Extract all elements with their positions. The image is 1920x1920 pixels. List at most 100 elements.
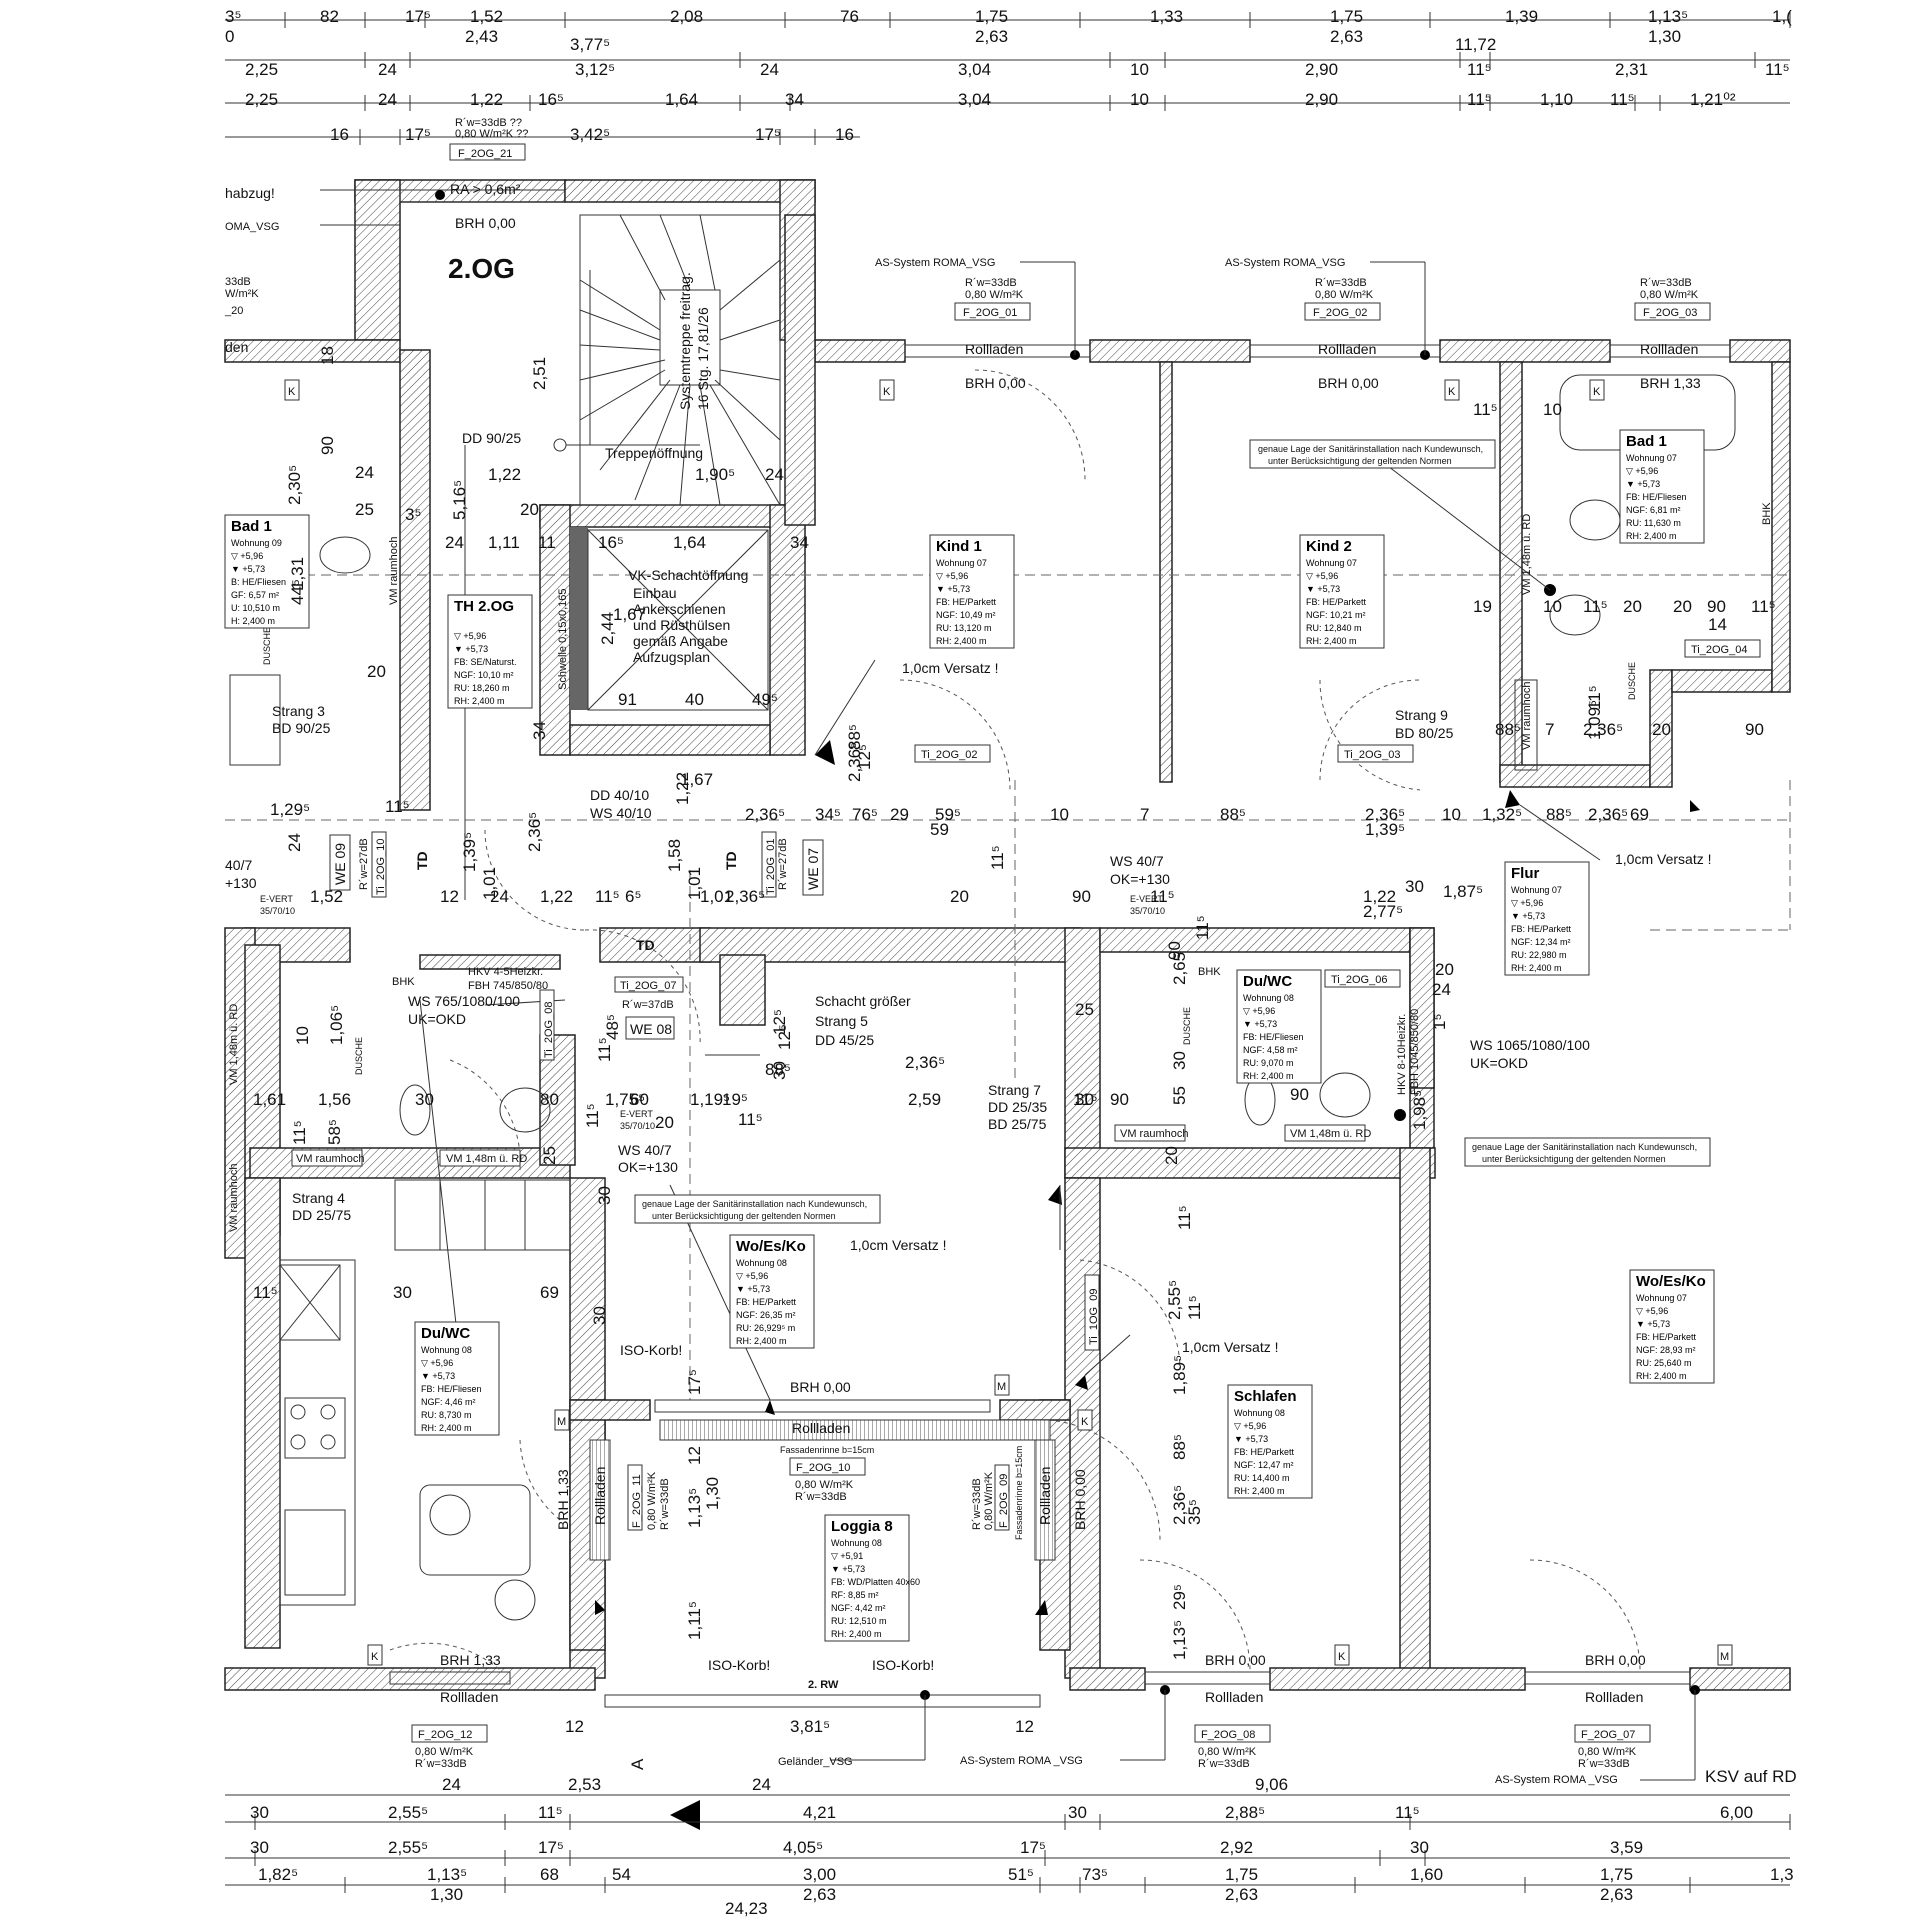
room-info-line: GF: 6,57 m² [231,590,279,600]
svg-text:1,75: 1,75 [1225,1865,1258,1884]
room-info-line: RU: 12,840 m [1306,623,1362,633]
room-info-line: ▽ +5,96 [454,631,486,641]
svg-text:genaue Lage der Sanitärinstall: genaue Lage der Sanitärinstallation nach… [642,1199,867,1209]
dimension-value: 25 [540,1146,559,1165]
room-info-line: RH: 2,400 m [421,1423,472,1433]
svg-text:VM raumhoch: VM raumhoch [388,537,400,605]
svg-text:40/7: 40/7 [225,857,252,873]
dimension-value: 69 [540,1283,559,1302]
room-name: Bad 1 [231,518,272,535]
dimension-value: 1,64 [673,533,706,552]
svg-text:K: K [288,386,296,398]
svg-text:WS 765/1080/100: WS 765/1080/100 [408,993,520,1009]
room-info-line: ▽ +5,96 [1626,466,1658,476]
svg-text:K: K [883,386,891,398]
dimension-value: 1,90⁵ [695,465,735,484]
dimension-value: 10 [293,1026,312,1045]
room-info-line: Wohnung 09 [231,538,282,548]
dimension-value: 10 [1543,400,1562,419]
plan-text: 2.OG R´w=33dB ?? 0,80 W/m²K ?? F_2OG_21 … [224,117,1773,1786]
svg-text:F_2OG_08: F_2OG_08 [1201,1729,1255,1741]
svg-text:VM 1,48m ü. RD: VM 1,48m ü. RD [1290,1128,1371,1140]
svg-text:KSV auf RD: KSV auf RD [1705,1767,1797,1786]
svg-text:Ti_2OG_07: Ti_2OG_07 [620,980,676,992]
room-info-line: ▽ +5,96 [1511,898,1543,908]
svg-text:33dB: 33dB [225,276,251,288]
room-info-line: RU: 26,929⁵ m [736,1323,795,1333]
svg-text:1,0cm Versatz !: 1,0cm Versatz ! [902,660,998,676]
room-info-line: ▽ +5,96 [1234,1421,1266,1431]
svg-text:2,63: 2,63 [1600,1885,1633,1904]
room-info-line: FB: HE/Parkett [1636,1332,1697,1342]
svg-text:TD: TD [636,937,655,953]
dimension-value: 30 [1075,1090,1094,1109]
dimension-value: 48⁵ [603,1014,622,1040]
svg-text:VM 1,48m ü. RD: VM 1,48m ü. RD [228,1004,240,1085]
svg-text:Ti_2OG_02: Ti_2OG_02 [921,749,977,761]
dimension-value: 1,22 [488,465,521,484]
room-info-line: ▼ +5,73 [936,584,970,594]
svg-text:3,00: 3,00 [803,1865,836,1884]
svg-text:11⁵: 11⁵ [1467,60,1492,79]
dimension-value: 12⁵ [775,1024,794,1050]
room-info-line: ▼ +5,73 [231,564,265,574]
svg-text:2,90: 2,90 [1305,90,1338,109]
room-info-line: NGF: 4,46 m² [421,1397,476,1407]
svg-text:Ti_2OG_04: Ti_2OG_04 [1691,644,1747,656]
dimension-value: 1,58 [665,839,684,872]
svg-text:AS-System ROMA _VSG: AS-System ROMA _VSG [1495,1774,1618,1786]
dimension-value: 1,67 [680,770,713,789]
room-info-line: Wohnung 08 [831,1538,882,1548]
svg-text:Aufzugsplan: Aufzugsplan [633,649,710,665]
dimension-value: 59⁵ [935,805,961,824]
svg-text:M: M [1720,1651,1729,1663]
dimension-value: 11⁵ [290,1120,309,1145]
svg-text:1,13⁵: 1,13⁵ [1648,7,1688,26]
svg-text:BRH 0,00: BRH 0,00 [1205,1652,1266,1668]
svg-text:17⁵: 17⁵ [755,125,781,144]
svg-text:+130: +130 [225,875,257,891]
svg-text:R´w=33dB ??: R´w=33dB ?? [455,117,522,129]
dimension-value: 11⁵ [385,797,410,816]
room-info-line: ▼ +5,73 [736,1284,770,1294]
dimension-value: 2,44 [598,612,617,645]
window-tag-f21 [449,143,526,161]
room-name: Schlafen [1234,1388,1297,1405]
svg-text:4,05⁵: 4,05⁵ [783,1838,823,1857]
svg-text:unter Berücksichtigung der gel: unter Berücksichtigung der geltenden Nor… [652,1211,836,1221]
dimension-value: 30 [393,1283,412,1302]
svg-text:30: 30 [1068,1803,1087,1822]
dimension-value: 19 [1473,597,1492,616]
dimension-value: 1,01 [480,867,499,900]
dimension-value: 55 [1170,1086,1189,1105]
svg-text:34: 34 [785,90,804,109]
room-info-line: FB: WD/Platten 40x60 [831,1577,920,1587]
svg-text:11⁵: 11⁵ [1765,60,1790,79]
svg-text:K: K [1593,386,1601,398]
loggia-railing [589,1419,1056,1708]
svg-text:R´w=37dB: R´w=37dB [622,999,674,1011]
svg-text:1,10: 1,10 [1540,90,1573,109]
svg-text:F_2OG_11: F_2OG_11 [631,1474,643,1528]
svg-text:11⁵: 11⁵ [1467,90,1492,109]
dimension-value: 1,13⁵ [1170,1620,1189,1660]
dimension-value: 7 [1140,805,1149,824]
svg-text:2,25: 2,25 [245,90,278,109]
room-info-line: Wohnung 08 [736,1258,787,1268]
svg-text:BD 25/75: BD 25/75 [988,1116,1047,1132]
svg-text:Systemtreppe freitrag.: Systemtreppe freitrag. [677,272,693,410]
dimension-value: 10 [1050,805,1069,824]
svg-text:11⁵: 11⁵ [1395,1803,1420,1822]
svg-text:1,30: 1,30 [430,1885,463,1904]
dimension-value: 20 [520,500,539,519]
dimension-value: 1,75⁵ [605,1090,645,1109]
dimension-value: 1,19⁵ [690,1090,730,1109]
dimension-value: 2,51 [530,357,549,390]
room-info-line: RU: 11,630 m [1626,518,1681,528]
dimension-value: 30 [770,1061,789,1080]
dimension-value: 34 [530,721,549,740]
window-strips [389,189,1731,1685]
room-info-line: FB: SE/Naturst. [454,657,517,667]
svg-text:K: K [1338,1651,1346,1663]
room-info-line: FB: HE/Parkett [936,597,997,607]
